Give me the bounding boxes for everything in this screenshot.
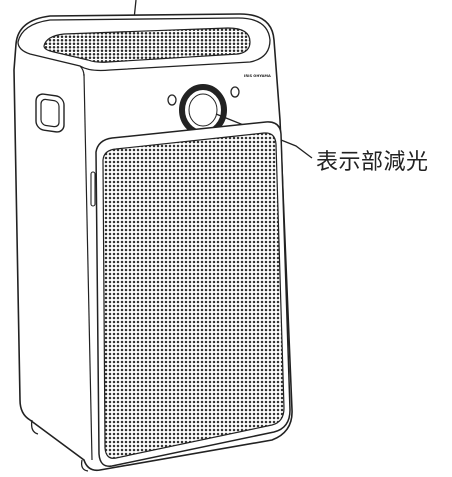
brand-mark: IRIS OHYAMA [244,74,271,78]
side-slot [90,171,96,207]
side-handle [35,93,65,133]
button-left [167,94,177,106]
button-right [230,86,240,98]
display-ring [179,84,227,136]
top-edge-crease [79,65,85,77]
display-dimming-label: 表示部減光 [316,150,429,175]
side-edge [83,73,93,461]
foot-left [30,419,39,435]
top-grille [43,27,251,63]
foot-front [80,459,89,472]
front-grille [102,132,285,459]
